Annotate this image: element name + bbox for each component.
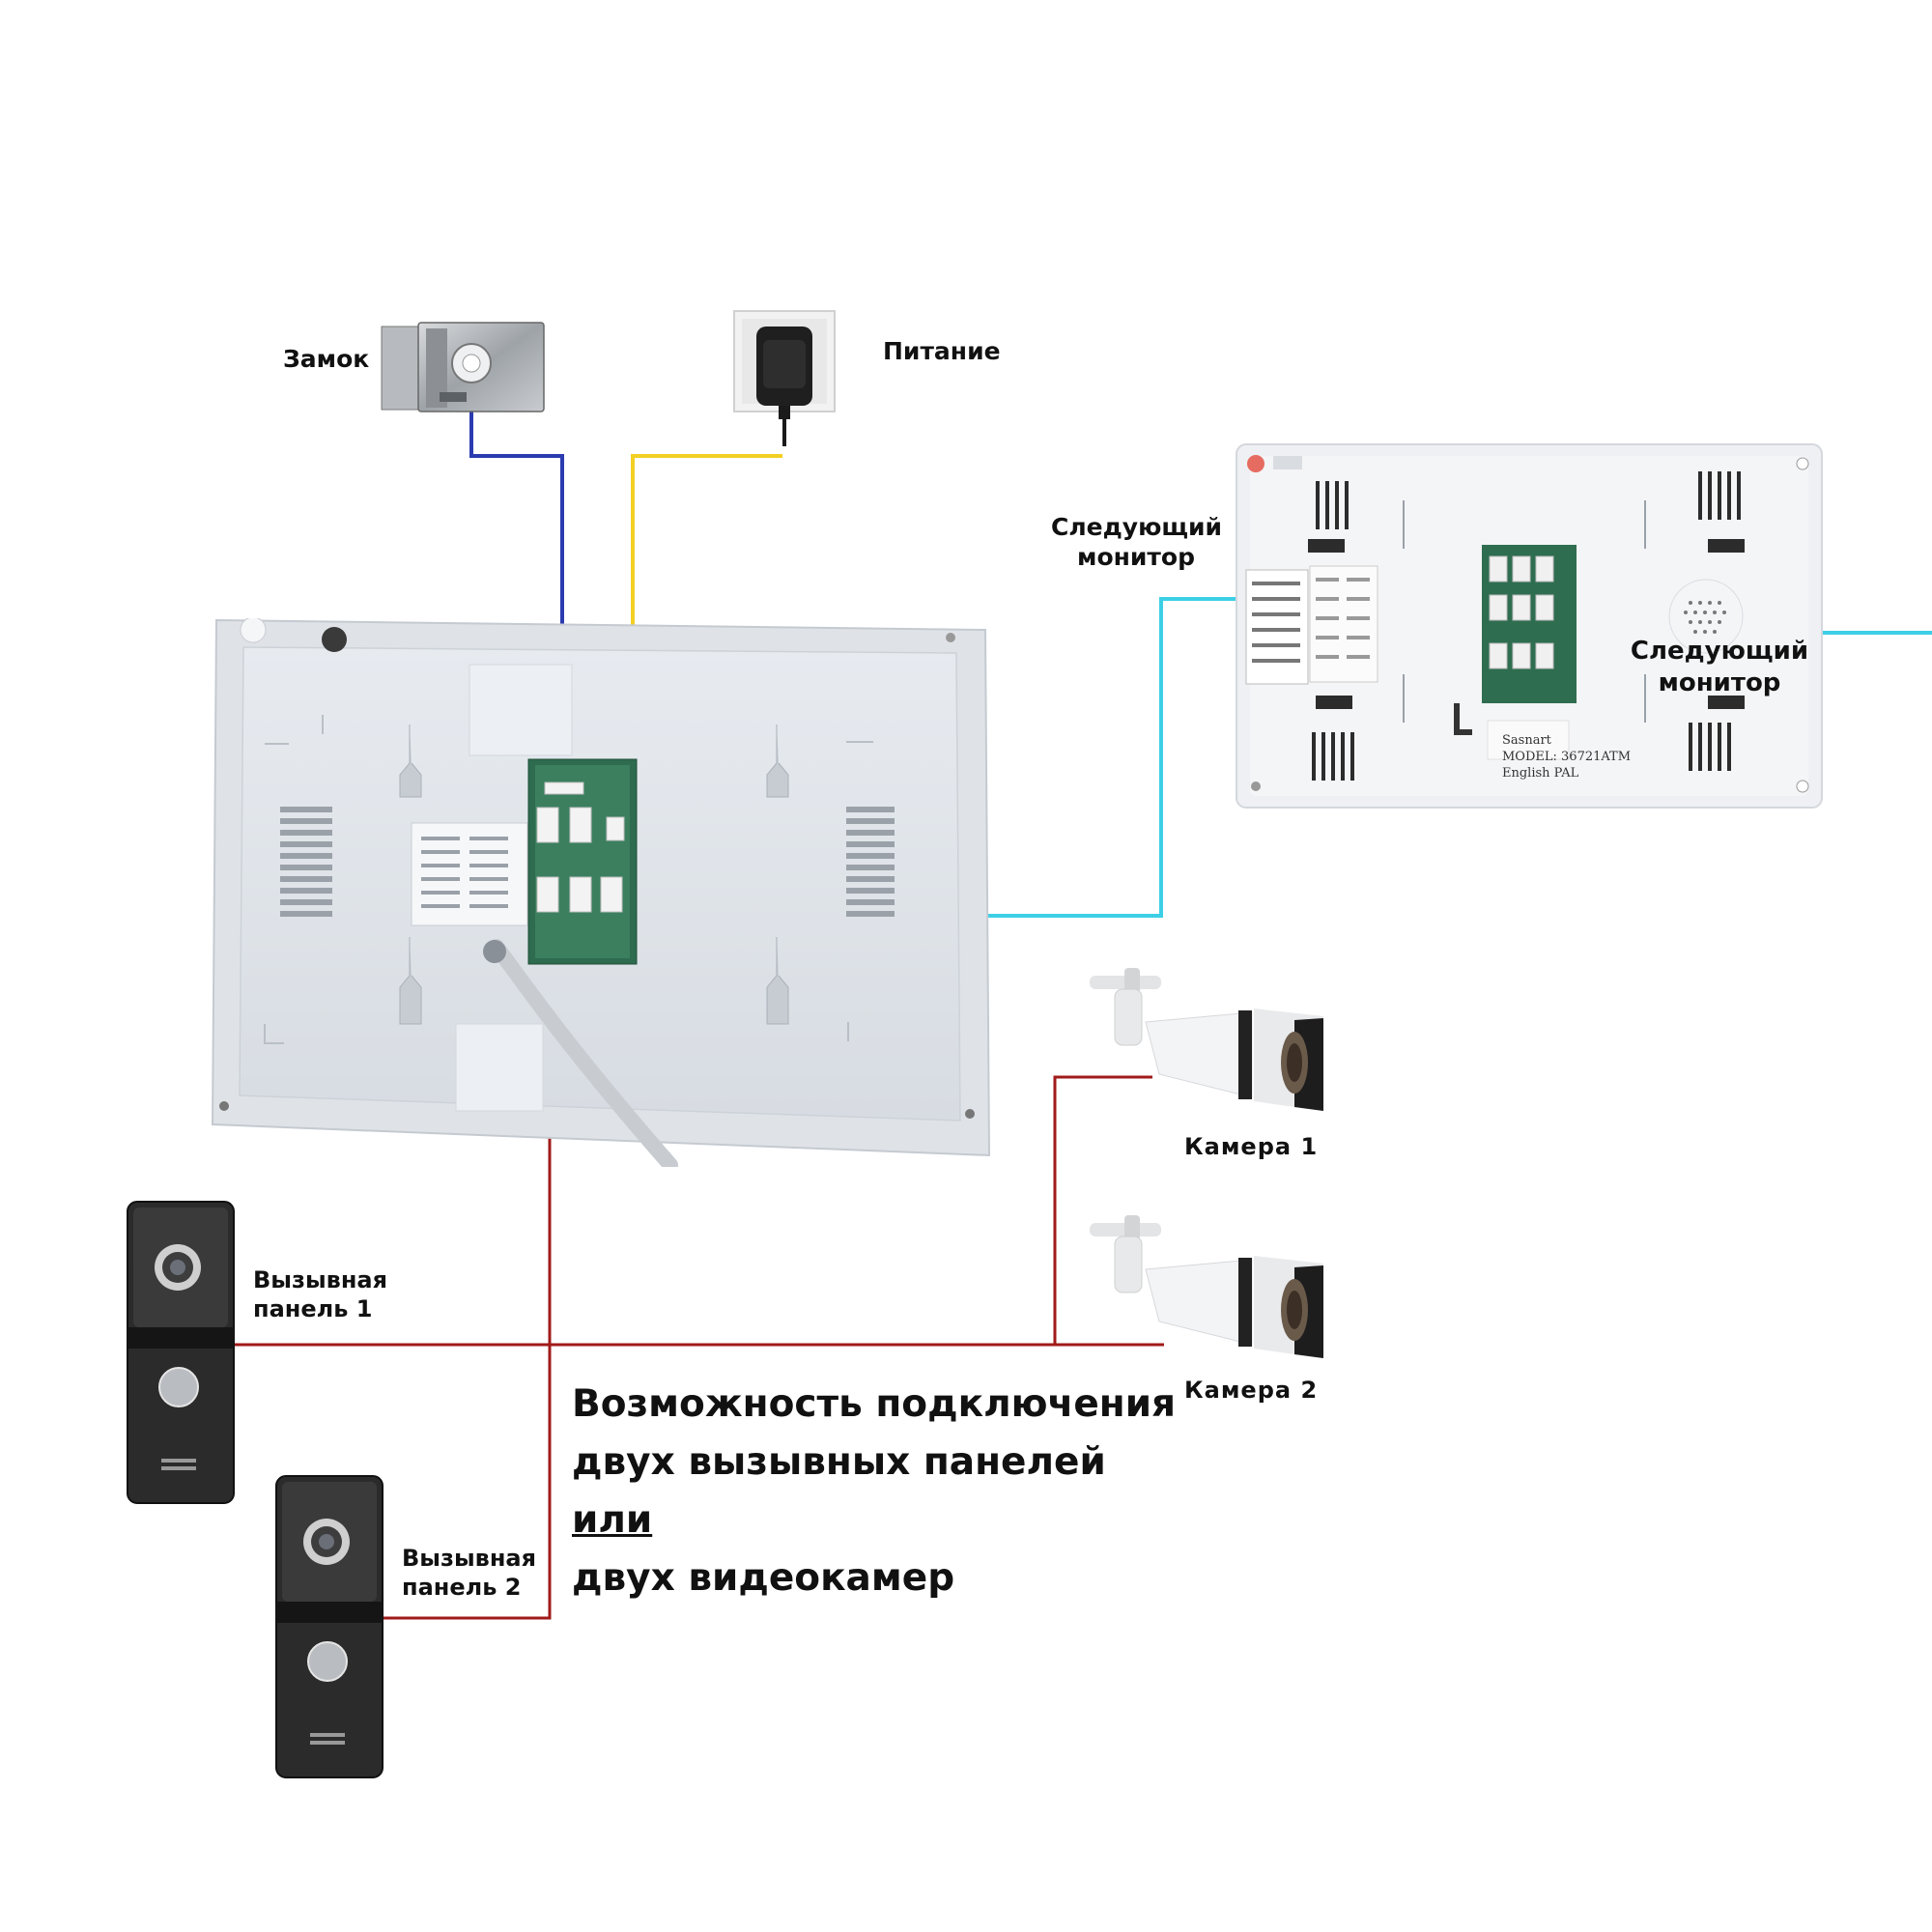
second-monitor-back: [1236, 443, 1823, 809]
camera1-label: Камера 1: [1184, 1133, 1319, 1160]
next-monitor-label-right: Следующий монитор: [1630, 637, 1809, 697]
electric-lock-icon: [381, 322, 545, 412]
call-panel1-icon: [127, 1201, 235, 1504]
sticker-brand: Sasnart: [1502, 733, 1551, 748]
power-label: Питание: [883, 337, 1001, 365]
model-sticker: Sasnart MODEL: 36721ATM English PAL: [1502, 732, 1631, 781]
camera2-icon: [1090, 1215, 1323, 1358]
caption-line3: или: [572, 1498, 653, 1542]
caption-line2: двух вызывных панелей: [572, 1440, 1106, 1484]
power-adapter-icon: [733, 310, 836, 446]
video-wire-cam1: [1053, 1075, 1152, 1345]
panel2-label: Вызывная панель 2: [402, 1545, 537, 1601]
caption-line1: Возможность подключения: [572, 1382, 1177, 1426]
call-panel2-icon: [275, 1475, 384, 1778]
lock-wire: [469, 411, 564, 782]
panel1-label: Вызывная панель 1: [253, 1266, 388, 1322]
sticker-system: English PAL: [1502, 766, 1579, 781]
next-monitor-label-left: Следующий монитор: [1051, 513, 1223, 572]
main-monitor-back: [211, 618, 991, 1167]
camera2-label: Камера 2: [1184, 1377, 1319, 1404]
lock-label: Замок: [283, 345, 370, 373]
caption-line4: двух видеокамер: [572, 1556, 955, 1600]
camera1-icon: [1090, 968, 1323, 1111]
sticker-model: MODEL: 36721ATM: [1502, 750, 1632, 764]
